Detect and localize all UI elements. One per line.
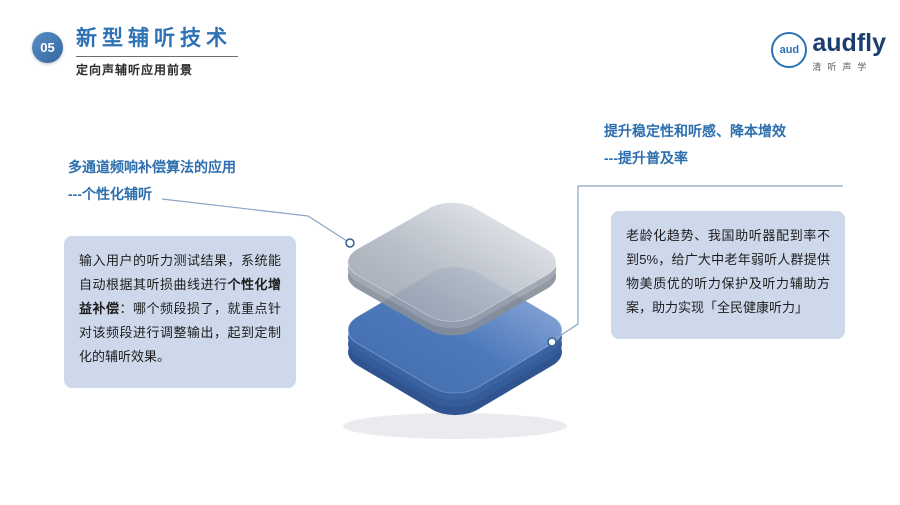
gray-layer [347, 202, 557, 336]
left-callout-heading: 多通道频响补偿算法的应用 ---个性化辅听 [68, 154, 236, 209]
blue-layer [347, 266, 563, 416]
left-body-text: 输入用户的听力测试结果，系统能自动根据其听损曲线进行 [79, 253, 281, 293]
left-connector-dot [345, 238, 355, 248]
right-callout-box: 老龄化趋势、我国助听器配到率不到5%，给广大中老年弱听人群提供物美质优的听力保护… [611, 211, 845, 339]
left-callout-box: 输入用户的听力测试结果，系统能自动根据其听损曲线进行个性化增益补偿：哪个频段损了… [64, 236, 296, 388]
left-body-text-after: ：哪个频段损了，就重点针对该频段进行调整输出，起到定制化的辅听效果。 [79, 301, 281, 365]
left-heading-line1: 多通道频响补偿算法的应用 [68, 159, 236, 175]
left-body-bold: 个性化增益补偿 [79, 277, 281, 317]
page-title: 新型辅听技术 [76, 27, 232, 50]
logo-mark-icon: aud [771, 32, 808, 68]
left-heading-line2: ---个性化辅听 [68, 186, 152, 203]
page-number-badge: 05 [32, 32, 63, 63]
right-heading-line2: ---提升普及率 [604, 150, 688, 167]
shape-shadow [343, 413, 567, 439]
right-connector-dot [547, 337, 557, 347]
logo-name: audfly [812, 29, 886, 57]
page-subtitle: 定向声辅听应用前景 [76, 63, 194, 78]
logo-text: audfly 清听声学 [812, 29, 886, 73]
logo-tagline: 清听声学 [812, 61, 873, 72]
right-callout-heading: 提升稳定性和听感、降本增效 ---提升普及率 [604, 118, 786, 173]
right-heading-line1: 提升稳定性和听感、降本增效 [604, 123, 786, 139]
right-body-text: 老龄化趋势、我国助听器配到率不到5%，给广大中老年弱听人群提供物美质优的听力保护… [626, 228, 830, 316]
title-divider [76, 56, 238, 58]
logo: aud audfly 清听声学 [771, 29, 886, 73]
slide-header: 新型辅听技术 定向声辅听应用前景 [76, 24, 238, 78]
